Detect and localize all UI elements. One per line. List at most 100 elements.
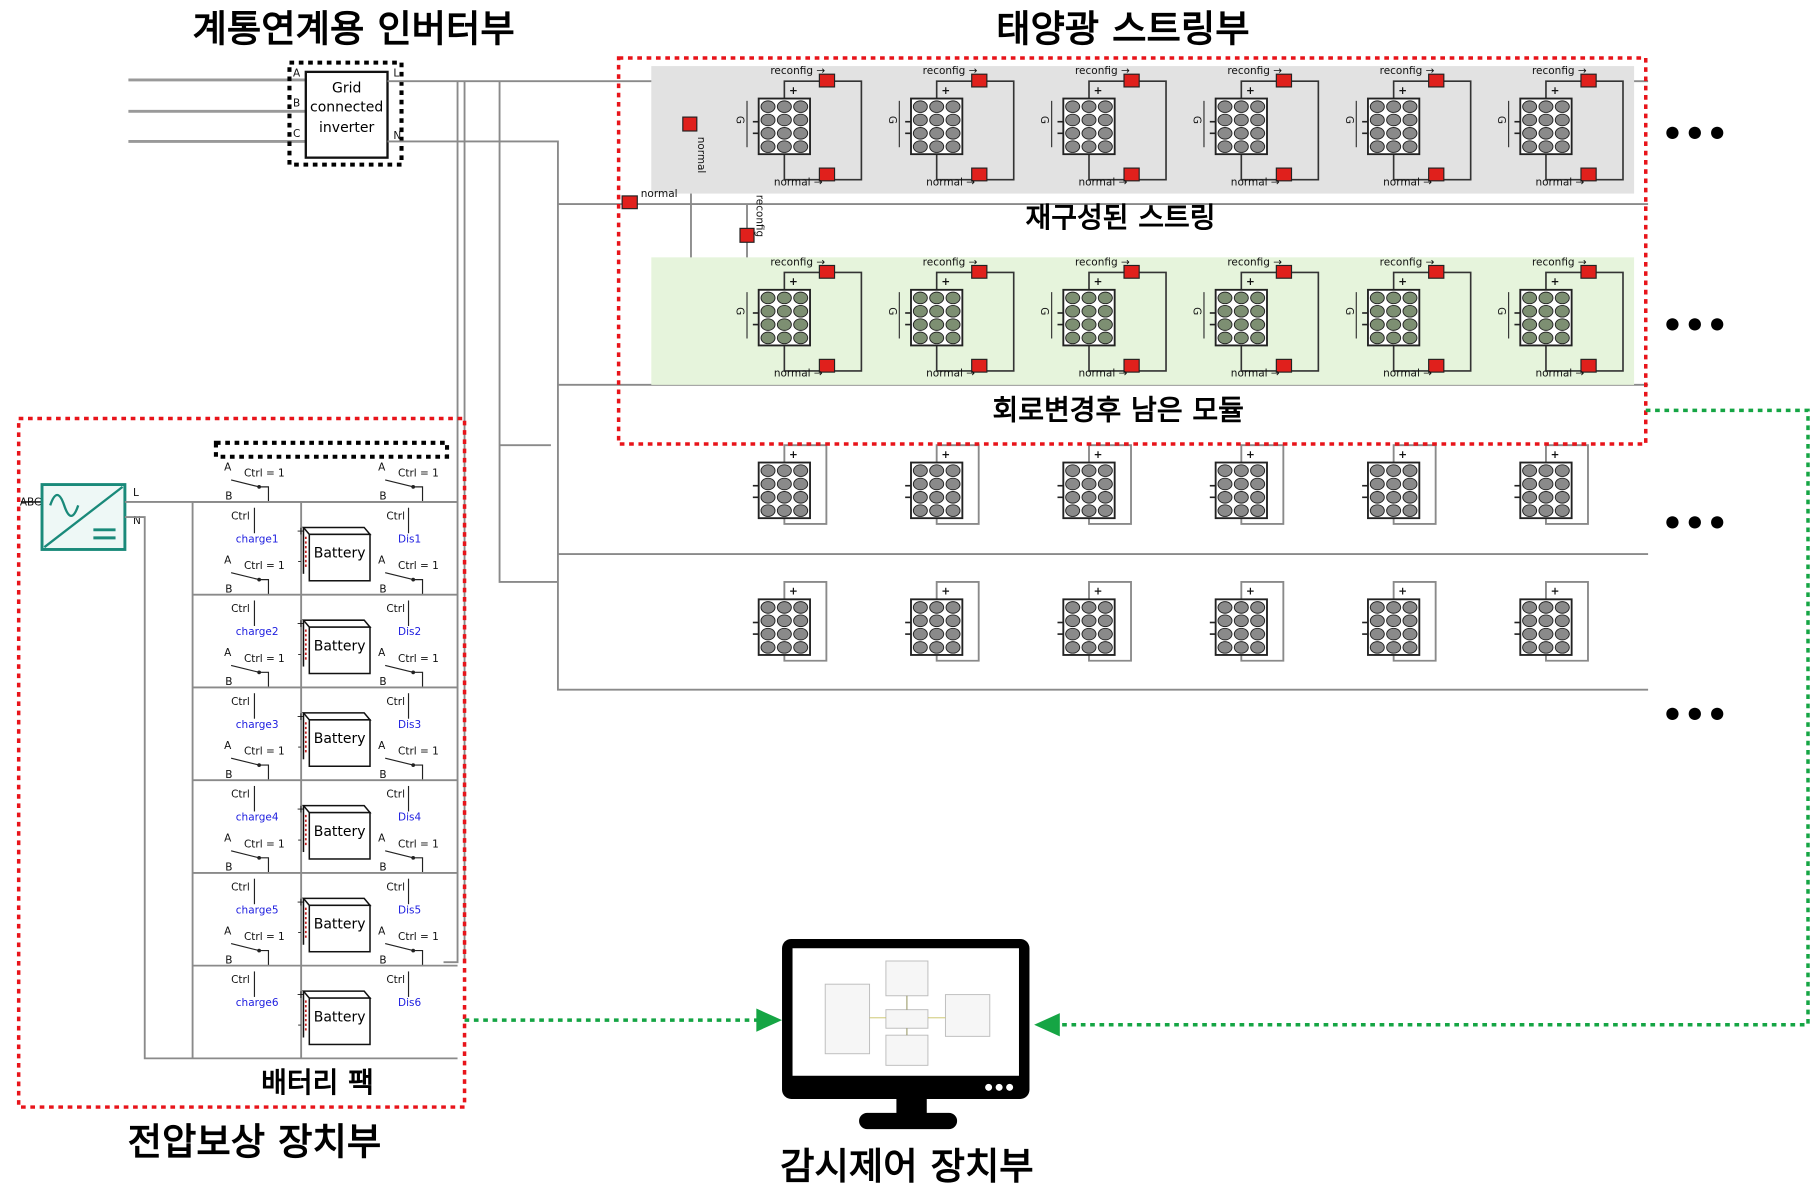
pv-module[interactable]: +	[752, 444, 828, 525]
pv-module[interactable]: reconfig →normal →G+	[733, 256, 863, 380]
svg-text:A: A	[224, 740, 232, 752]
pv-cell	[912, 304, 928, 318]
pv-cell	[1386, 331, 1402, 345]
pv-module[interactable]: reconfig →normal →G+	[1190, 65, 1320, 188]
normal-switch[interactable]	[1580, 167, 1597, 182]
pv-module[interactable]: reconfig →normal →G+	[886, 256, 1015, 380]
switch-ctrl-value: Ctrl = 1	[244, 931, 285, 943]
ctrl-label: Ctrl	[386, 603, 405, 615]
pv-module[interactable]: +	[1209, 581, 1285, 662]
pv-cell	[1065, 140, 1081, 153]
pv-module[interactable]: reconfig →normal →G+	[1343, 65, 1472, 188]
reconfig-switch[interactable]	[1428, 73, 1445, 88]
pv-cell	[929, 491, 945, 504]
pv-module[interactable]: +	[1514, 581, 1589, 662]
normal-switch[interactable]	[818, 358, 836, 373]
pv-module[interactable]: +	[1362, 444, 1437, 525]
battery[interactable]: Battery+-	[296, 525, 372, 582]
pv-module[interactable]: reconfig →normal →G+	[1038, 65, 1167, 188]
ctrl-label: Ctrl	[386, 974, 405, 986]
reconfig-switch[interactable]	[1580, 73, 1597, 88]
grid-inverter[interactable]: Grid connected inverter A B C L N	[128, 60, 404, 167]
svg-text:A: A	[378, 462, 386, 474]
pv-module[interactable]: +	[1057, 444, 1132, 525]
reconfig-switch[interactable]	[1123, 264, 1140, 279]
pv-cell	[1386, 291, 1402, 305]
pv-module[interactable]: reconfig →normal →G+	[1495, 256, 1624, 380]
pv-module[interactable]: +	[905, 444, 980, 525]
battery[interactable]: Battery+-	[296, 804, 372, 860]
reconfig-switch[interactable]	[971, 73, 988, 88]
discharge-signal-label: Dis2	[398, 626, 421, 638]
pv-module[interactable]: +	[1362, 581, 1437, 662]
module-plus-label: +	[1246, 85, 1255, 97]
reconfig-switch[interactable]	[1275, 264, 1293, 279]
pv-cell	[1233, 491, 1249, 504]
pv-module[interactable]: reconfig →normal →G+	[1495, 65, 1624, 188]
monitor-neck	[896, 1098, 927, 1116]
reconfig-switch[interactable]	[971, 264, 988, 279]
pv-cell	[1522, 464, 1538, 477]
pv-module[interactable]: reconfig →normal →G+	[1343, 256, 1472, 380]
pv-module[interactable]: +	[752, 581, 828, 662]
pv-cell	[1065, 318, 1081, 331]
pv-cell	[1522, 100, 1538, 113]
normal-switch[interactable]	[1275, 358, 1293, 373]
bus-switch-normal[interactable]: normal	[621, 188, 678, 210]
ac-dc-converter[interactable]: ABC L N	[20, 483, 141, 551]
monitoring-computer[interactable]	[782, 938, 1030, 1130]
normal-switch[interactable]	[971, 358, 988, 373]
pv-module[interactable]: +	[1514, 444, 1589, 525]
pv-cell	[1386, 641, 1402, 654]
pv-cell	[1402, 291, 1418, 305]
battery[interactable]: Battery+-	[296, 989, 372, 1046]
pv-cell	[1081, 614, 1097, 628]
reconfig-switch[interactable]	[1428, 264, 1445, 279]
battery[interactable]: Battery+-	[296, 711, 372, 768]
pv-cell	[1097, 127, 1113, 140]
normal-switch[interactable]	[818, 167, 836, 182]
normal-switch[interactable]	[1123, 358, 1140, 373]
normal-switch[interactable]	[1580, 358, 1597, 373]
reconfig-switch[interactable]	[1275, 73, 1293, 88]
module-g-label: G	[1038, 116, 1050, 124]
pv-module[interactable]: reconfig →normal →G+	[733, 65, 863, 188]
pv-module[interactable]: reconfig →normal →G+	[1190, 256, 1320, 380]
reconfig-switch[interactable]	[1123, 73, 1140, 88]
string-switch-reconfig-vertical[interactable]: reconfig	[739, 195, 765, 243]
pv-module[interactable]: +	[1209, 444, 1285, 525]
pv-module[interactable]: reconfig →normal →G+	[1038, 256, 1167, 380]
svg-text:A: A	[224, 647, 232, 659]
normal-switch[interactable]	[971, 167, 988, 182]
normal-switch[interactable]	[1123, 167, 1140, 182]
reconfig-switch[interactable]	[1580, 264, 1597, 279]
reconfig-switch[interactable]	[818, 264, 836, 279]
reconfig-switch[interactable]	[818, 73, 836, 88]
module-plus-label: +	[1246, 276, 1255, 288]
pv-module[interactable]: +	[905, 581, 980, 662]
normal-switch[interactable]	[1275, 167, 1293, 182]
pv-cell	[1386, 100, 1402, 113]
string-switch-normal-vertical[interactable]: normal	[682, 116, 707, 173]
pv-module[interactable]: +	[1057, 581, 1132, 662]
normal-switch[interactable]	[1428, 167, 1445, 182]
pv-cell	[760, 318, 776, 331]
battery[interactable]: Battery+-	[296, 896, 372, 953]
pv-cell	[929, 477, 945, 491]
pv-module[interactable]: reconfig →normal →G+	[886, 65, 1015, 188]
normal-switch[interactable]	[1428, 358, 1445, 373]
battery[interactable]: Battery+-	[296, 618, 372, 675]
